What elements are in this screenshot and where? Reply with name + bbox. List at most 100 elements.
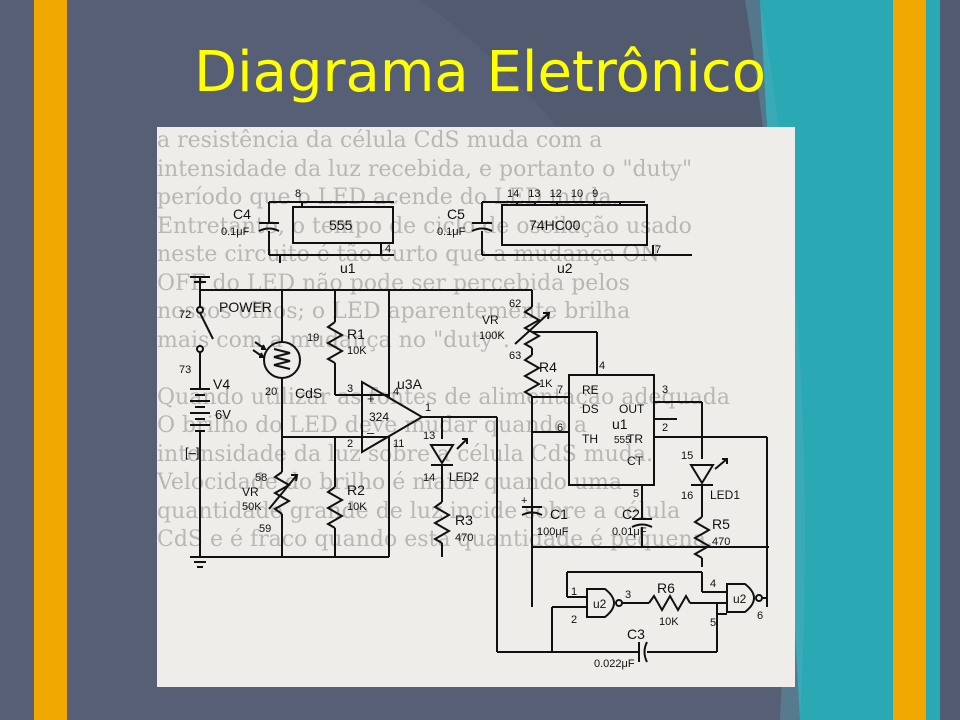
u1-chip: 555	[614, 435, 631, 446]
c1-plus: +	[521, 495, 527, 507]
cds-label: CdS	[295, 385, 322, 401]
opamp-pin3: 3	[347, 383, 353, 395]
r2-label: R2	[347, 482, 365, 498]
led2-label: LED2	[449, 470, 479, 484]
vr50k-value: 50K	[242, 501, 262, 513]
vr50k-name: VR	[242, 485, 259, 499]
vr-100k-pot	[514, 306, 551, 349]
led2-pin13: 13	[423, 430, 435, 442]
cds-cell	[252, 341, 301, 379]
u1-555-chip	[568, 374, 655, 486]
r2-value: 10K	[347, 501, 367, 513]
vr-50k-pot	[268, 471, 299, 515]
led2-diode	[429, 438, 468, 466]
c5-capacitor	[471, 202, 493, 255]
c5-value: 0.1μF	[437, 226, 466, 238]
r5-label: R5	[712, 516, 730, 532]
u2-top-chip	[501, 204, 648, 246]
opamp-plus: +	[367, 391, 375, 406]
r1-value: 10K	[347, 345, 367, 357]
u1-re: RE	[582, 383, 599, 397]
u1-pin3: 3	[662, 384, 668, 396]
c4-value: 0.1μF	[221, 226, 250, 238]
left-accent-bar	[34, 0, 67, 720]
u1-name: u1	[612, 416, 628, 432]
u1-top-pin8: 8	[295, 188, 301, 200]
power-pin73: 73	[179, 364, 191, 376]
cds-pin19: 19	[307, 332, 319, 344]
slide-title: Diagrama Eletrônico	[193, 40, 767, 105]
r5-value: 470	[712, 536, 730, 548]
gate1-name: u2	[593, 597, 607, 611]
v4-voltage: 6V	[215, 407, 231, 422]
gate1-pin2: 2	[571, 614, 577, 626]
c4-capacitor	[258, 202, 280, 255]
power-label: POWER	[219, 299, 272, 315]
opamp-pin1: 1	[425, 402, 431, 414]
c4-label: C4	[233, 206, 251, 222]
u1-top-pin4: 4	[385, 243, 391, 255]
opamp-pin2: 2	[347, 438, 353, 450]
gate1-pin1: 1	[571, 586, 577, 598]
cds-pin20: 20	[265, 386, 277, 398]
u1-pin4: 4	[599, 360, 605, 372]
u1-top-chip-label: 555	[329, 217, 353, 233]
c3-label: C3	[627, 626, 645, 642]
u2-top-name: u2	[557, 260, 573, 276]
c1-label: C1	[550, 506, 568, 522]
v4-battery	[190, 367, 210, 557]
c2-label: C2	[622, 506, 640, 522]
led1-pin16: 16	[681, 490, 693, 502]
c2-value: 0.01μF	[612, 526, 647, 538]
u2-top-pin7: 7	[655, 244, 661, 256]
r6-value: 10K	[659, 616, 679, 628]
r3-value: 470	[455, 532, 473, 544]
opamp-pin4: 4	[393, 386, 399, 398]
vr100k-pin63: 63	[509, 350, 521, 362]
vr100k-name: VR	[482, 313, 499, 327]
opamp-minus: –	[367, 425, 375, 440]
r3-resistor	[432, 501, 452, 544]
u1-out: OUT	[619, 402, 645, 416]
circuit-diagram: C4 0.1μF 8 555 4 u1 C5 0.1μF 14 13 12 10…	[179, 188, 769, 670]
u1-ds: DS	[582, 402, 599, 416]
vr50k-pin58: 58	[255, 472, 267, 484]
opamp-chip: 324	[369, 410, 389, 424]
u1-top-name: u1	[340, 260, 356, 276]
r5-resistor	[692, 516, 712, 559]
r6-label: R6	[657, 580, 675, 596]
gate2-name: u2	[733, 592, 747, 606]
c2-capacitor	[631, 518, 653, 528]
r3-label: R3	[455, 512, 473, 528]
c3-value: 0.022μF	[594, 658, 635, 670]
gate2-pin6: 6	[757, 610, 763, 622]
right-accent-bar	[893, 0, 926, 720]
r4-value: 1K	[539, 378, 553, 390]
gate2-pin4: 4	[710, 578, 716, 590]
opamp-u3a	[342, 380, 497, 457]
r4-label: R4	[539, 359, 557, 375]
led1-label: LED1	[710, 488, 740, 502]
u1-pin5: 5	[633, 488, 639, 500]
v4-label: V4	[213, 376, 230, 392]
led2-pin14: 14	[423, 472, 435, 484]
power-pin72: 72	[179, 309, 191, 321]
led1-pin15: 15	[681, 450, 693, 462]
v4-minus: [–]	[185, 445, 199, 460]
circuit-image: a resistência da célula CdS muda com a i…	[157, 127, 795, 687]
opamp-pin11: 11	[393, 438, 404, 450]
r2-resistor	[325, 486, 345, 529]
u1-th: TH	[582, 432, 598, 446]
c3-capacitor	[638, 641, 648, 663]
gate1-pin3: 3	[625, 589, 631, 601]
c5-label: C5	[447, 206, 465, 222]
r1-label: R1	[347, 326, 365, 342]
r4-resistor	[522, 354, 542, 397]
u1-ct: CT	[627, 454, 644, 468]
top-ground-symbol	[190, 276, 210, 290]
u1-pin6: 6	[557, 422, 563, 434]
bottom-ground-symbol	[190, 556, 210, 568]
u1-top-chip	[292, 206, 394, 244]
opamp-name: u3A	[397, 376, 423, 392]
u2-top-pins: 14 13 12 10 9	[507, 188, 598, 200]
